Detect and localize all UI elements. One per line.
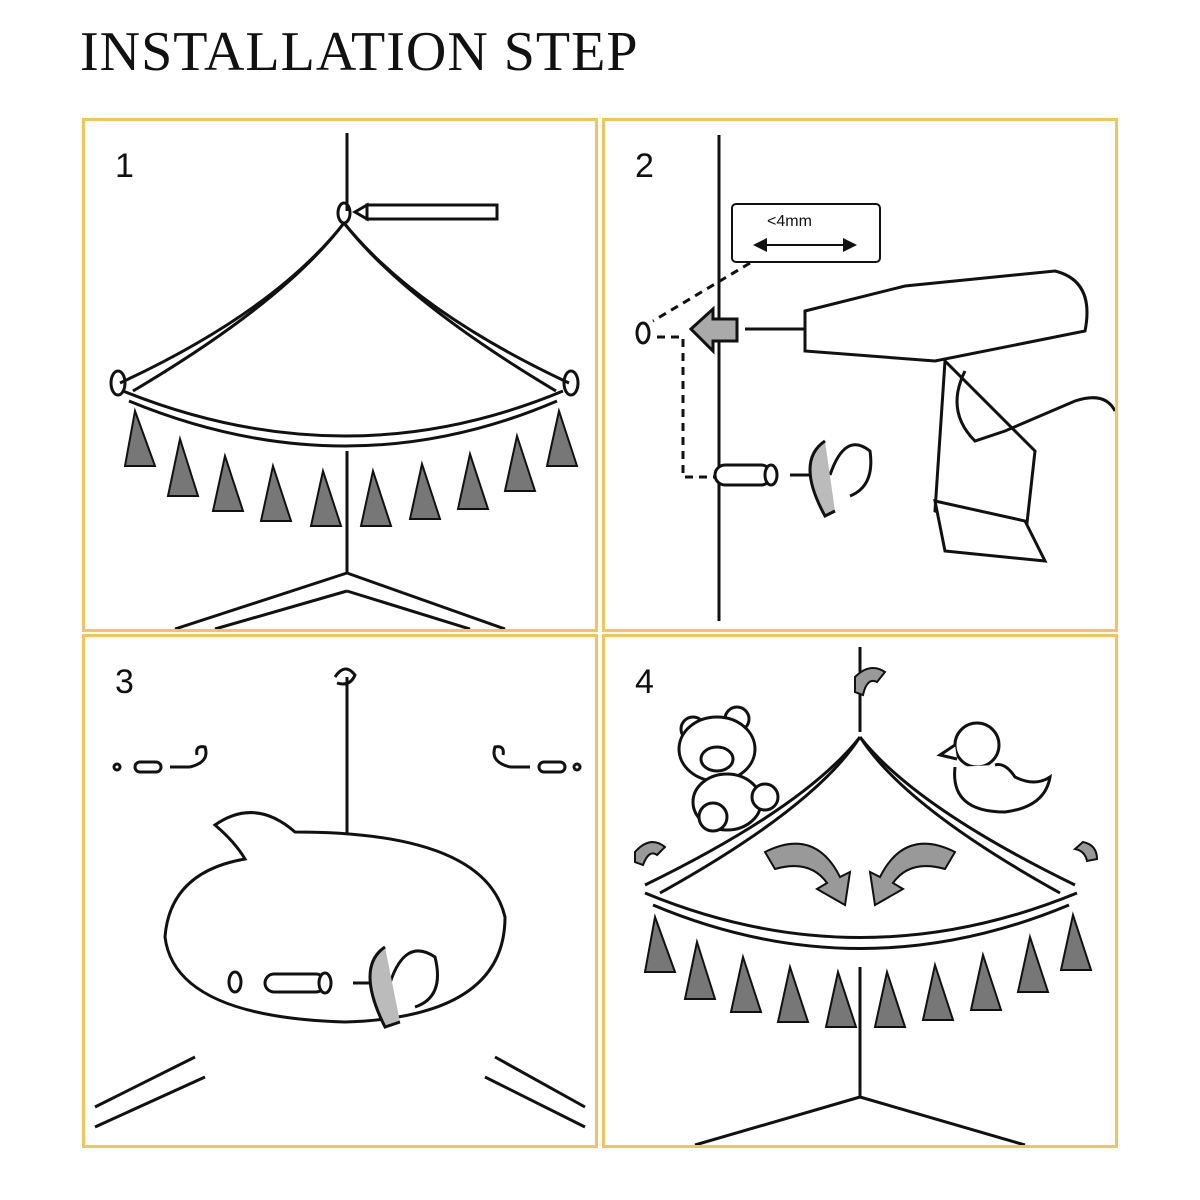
tassel — [123, 407, 157, 467]
curved-arrow — [763, 842, 852, 907]
step-1-panel: 1 — [82, 118, 598, 632]
double-arrow-icon — [753, 238, 857, 252]
tassel — [776, 963, 810, 1023]
tassel — [545, 407, 579, 467]
tassel — [408, 460, 442, 520]
tassel — [729, 953, 763, 1013]
right-hook-assembly — [492, 745, 582, 774]
drill-icon — [803, 269, 1115, 563]
tassel-garland — [643, 911, 1093, 1028]
step-number: 4 — [635, 663, 654, 701]
drill-hole — [635, 321, 651, 345]
drill-size-label-box: <4mm — [731, 203, 881, 263]
tassel — [1016, 933, 1050, 993]
curved-arrow — [868, 842, 957, 907]
hook-arrow — [1072, 840, 1099, 863]
hook-icon — [333, 667, 357, 686]
tassel — [259, 462, 293, 522]
step-4-panel: 4 — [602, 634, 1118, 1148]
tassel — [359, 467, 393, 527]
left-hook-assembly — [112, 745, 208, 774]
tassel — [683, 938, 717, 1000]
step-number: 2 — [635, 147, 654, 185]
pencil-icon — [352, 202, 499, 222]
tassel — [166, 435, 200, 497]
tassel — [969, 951, 1003, 1011]
step-4-illustration — [634, 647, 1099, 1145]
canopy-left-edge — [119, 222, 346, 385]
hook-arrow — [634, 841, 667, 867]
drill-hole — [227, 970, 243, 994]
tassel — [309, 467, 343, 527]
canopy-right-edge — [342, 222, 570, 385]
tassel — [873, 968, 907, 1028]
wall-anchor-icon — [263, 971, 333, 995]
step-1-illustration — [109, 133, 580, 629]
drill-size-label: <4mm — [767, 213, 812, 230]
rubber-duck-icon — [936, 721, 1053, 814]
tassel — [643, 913, 677, 973]
step-number: 1 — [115, 147, 134, 185]
canopy-front-edge — [122, 389, 564, 438]
tassel — [1059, 911, 1093, 971]
hook-loop — [336, 201, 352, 225]
tassel — [211, 452, 245, 512]
step-number: 3 — [115, 663, 134, 701]
wall-anchor-icon — [713, 463, 779, 487]
canopy-left-edge — [644, 736, 862, 887]
tassel — [503, 432, 537, 492]
page-title: INSTALLATION STEP — [80, 21, 639, 83]
step-3-panel: 3 — [82, 634, 598, 1148]
tassel — [456, 450, 490, 510]
teddy-bear-icon — [677, 705, 780, 833]
hook-icon — [353, 945, 439, 1029]
canopy-right-edge — [858, 736, 1076, 887]
tassel — [921, 961, 955, 1021]
hook-icon — [790, 439, 873, 518]
step-2-panel: 2 <4mm — [602, 118, 1118, 632]
step-3-illustration — [94, 667, 586, 1129]
direction-arrow — [688, 305, 739, 355]
zoom-bubble — [163, 811, 507, 1024]
step-2-illustration — [635, 135, 1115, 621]
placement-arrows — [634, 667, 1099, 907]
tassel-garland — [123, 407, 579, 527]
hook-arrow — [854, 667, 887, 697]
canopy-front-edge — [644, 891, 1078, 939]
tassel — [824, 968, 858, 1028]
